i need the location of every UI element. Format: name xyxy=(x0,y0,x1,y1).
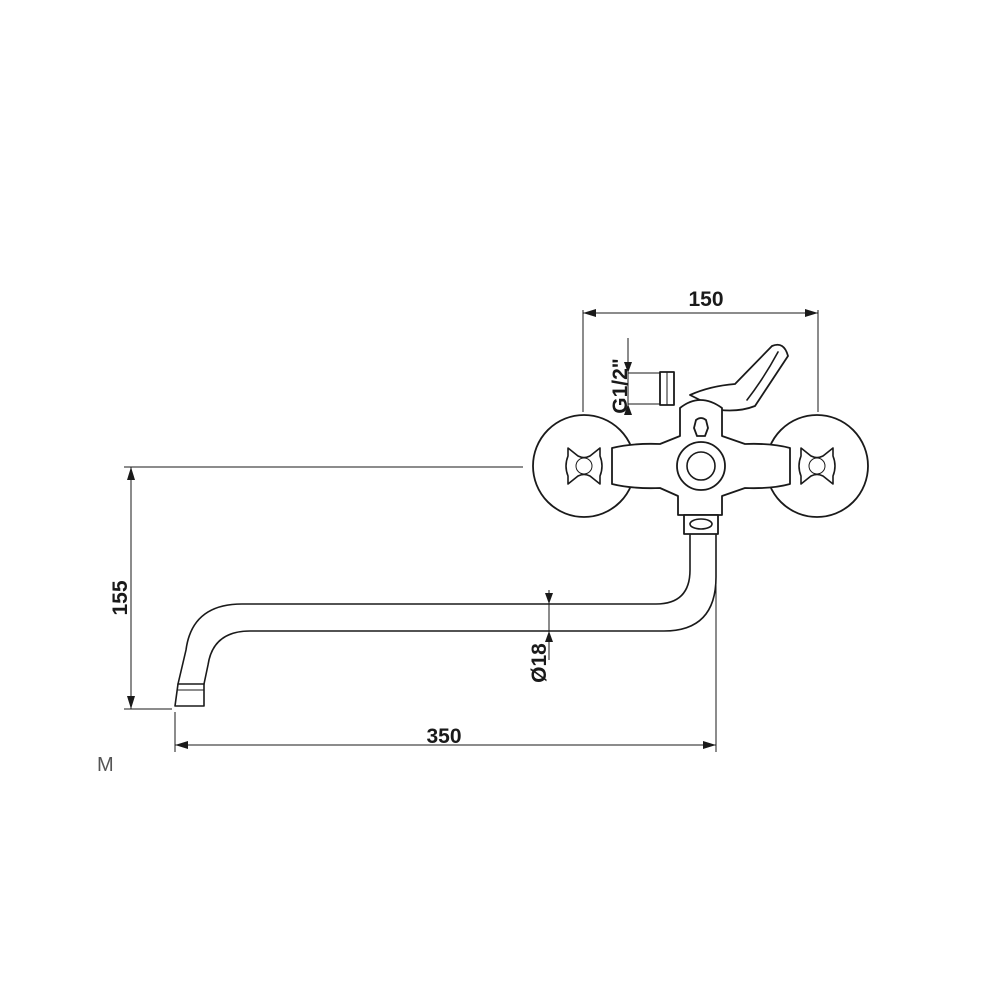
width-dimension: 150 xyxy=(582,288,819,412)
corner-mark: M xyxy=(97,754,114,776)
height-dimension: 155 xyxy=(109,466,523,710)
height-dimension-label: 155 xyxy=(109,580,132,615)
thread-stub xyxy=(659,371,675,406)
thread-dimension-label: G1/2" xyxy=(609,358,632,413)
spout-aerator xyxy=(174,683,205,707)
spout-collar xyxy=(683,514,719,535)
diameter-dimension: Ø18 xyxy=(528,590,553,683)
lever-handle xyxy=(689,343,789,412)
length-dimension-label: 350 xyxy=(426,725,461,748)
thread-dimension: G1/2" xyxy=(609,338,660,415)
diameter-dimension-label: Ø18 xyxy=(528,643,551,683)
diverter-knob xyxy=(693,417,709,437)
diverter-boss xyxy=(676,441,726,491)
length-dimension: 350 xyxy=(174,548,717,752)
width-dimension-label: 150 xyxy=(688,288,723,311)
spout xyxy=(174,534,717,707)
mixer-body xyxy=(611,399,791,535)
